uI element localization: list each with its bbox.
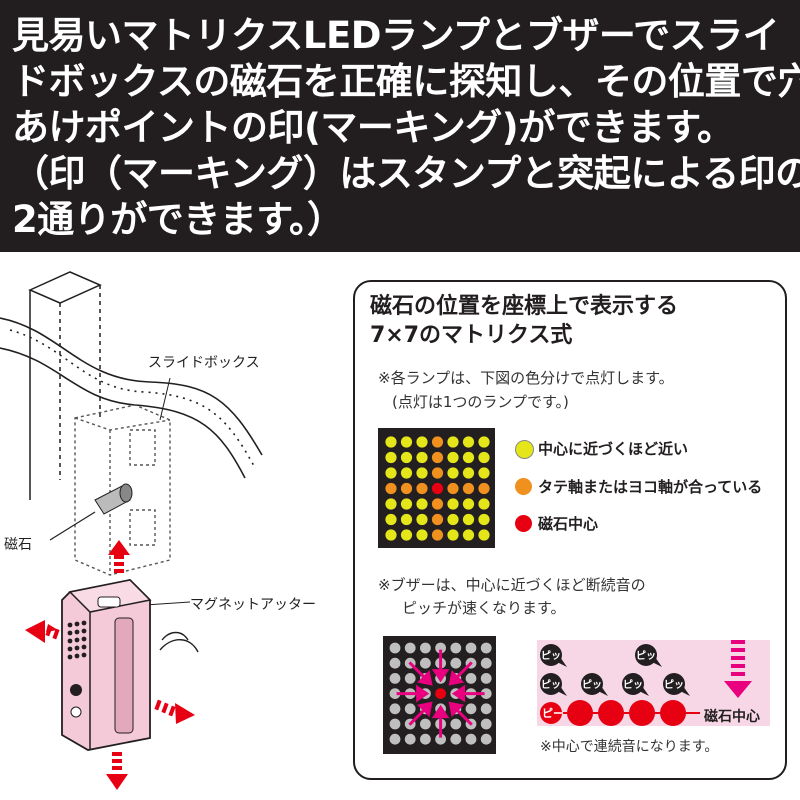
header-banner: 見易いマトリクスLEDランプとブザーでスライ ドボックスの磁石を正確に探知し、そ… — [0, 0, 800, 252]
beep-label: ピッ — [664, 680, 684, 691]
legend-dot-orange — [515, 478, 532, 495]
legend-dot-yellow — [515, 440, 534, 459]
arrow-up-icon — [108, 540, 130, 573]
legend-dot-red — [515, 515, 532, 532]
magnet-center-label: 磁石中心 — [704, 709, 760, 725]
wall-stud — [28, 271, 102, 500]
beep-label: ピッ — [582, 680, 602, 691]
beep-label: ピッ — [636, 651, 656, 662]
beep-label: ピッ — [541, 680, 561, 691]
header-line-3: あけポイントの印(マーキング)ができます。 — [12, 106, 734, 149]
continuous-note: ※中心で連続音になります。 — [540, 739, 719, 755]
panel-title-line-2: 7×7のマトリクス式 — [370, 323, 573, 348]
panel-title-line-1: 磁石の位置を座標上で表示する — [370, 294, 679, 319]
movement-arrows — [25, 540, 195, 790]
device-led-grid — [67, 620, 87, 660]
buzzer-note-line-1: ※ブザーは、中心に近づくほど断続音の — [378, 576, 646, 594]
belt — [0, 317, 263, 479]
header-line-2: ドボックスの磁石を正確に探知し、その位置で穴 — [12, 60, 800, 103]
header-line-4: （印（マーキング）はスタンプと突起による印の — [12, 152, 800, 195]
arrow-down-icon — [106, 752, 128, 790]
legend-label-yellow: 中心に近づくほど近い — [538, 440, 689, 458]
arrow-right-icon — [154, 699, 195, 724]
continuous-label: ピー — [542, 707, 564, 720]
header-line-5: 2通りができます。） — [12, 198, 344, 241]
slide-box-label: スライドボックス — [148, 355, 260, 371]
lamp-note-line-2: (点灯は1つのランプです。) — [392, 393, 569, 411]
legend-label-red: 磁石中心 — [538, 515, 599, 533]
sound-wave-icon — [159, 631, 199, 653]
magnet-finder-device — [61, 579, 152, 751]
buzzer-note-line-2: ピッチが速くなります。 — [402, 599, 566, 617]
header-line-1: 見易いマトリクスLEDランプとブザーでスライ — [12, 14, 780, 57]
magnet-label: 磁石 — [4, 537, 32, 553]
device-label: マグネットアッター — [190, 597, 316, 613]
lamp-note-line-1: ※各ランプは、下図の色分けで点灯します。 — [378, 369, 674, 387]
arrow-left-icon — [25, 620, 60, 643]
magnet-icon — [94, 483, 133, 515]
legend-label-orange: タテ軸またはヨコ軸が合っている — [538, 478, 763, 496]
beep-label: ピッ — [623, 680, 643, 691]
beep-label: ピッ — [541, 651, 561, 662]
